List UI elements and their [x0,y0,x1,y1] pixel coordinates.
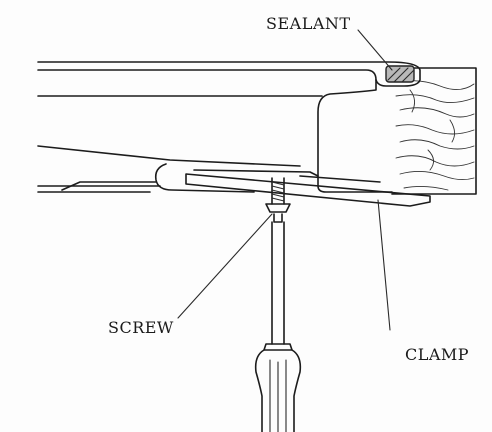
screw [265,177,291,213]
screw-label: SCREW [108,318,174,337]
wood-block [391,67,477,195]
clamp-bracket [61,163,431,207]
clamp-label: CLAMP [405,345,470,364]
clamp-leader-line [377,199,391,331]
screwdriver [254,213,302,432]
sink-rim [37,61,421,193]
screw-leader-line [177,213,273,319]
sink-bowl [37,145,301,193]
sealant-leader-line [357,29,393,71]
sealant-label: SEALANT [266,14,351,33]
sealant-bead [385,65,415,83]
